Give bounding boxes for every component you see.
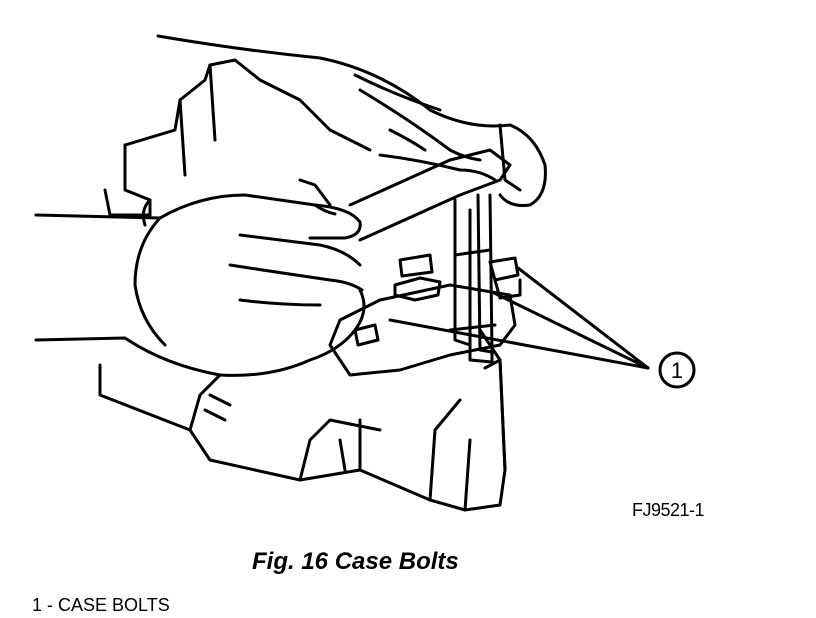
lower-hand — [34, 178, 366, 377]
callout-circle — [658, 351, 696, 389]
adapter-housing — [103, 58, 372, 227]
legend-item: 1 - CASE BOLTS — [32, 595, 170, 615]
figure-caption: Fig. 16 Case Bolts — [252, 548, 459, 575]
figure-id: FJ9521-1 — [632, 500, 705, 520]
callout-number: 1 — [671, 358, 683, 383]
upper-hand — [156, 34, 547, 207]
callout-1[interactable]: 1 — [658, 351, 696, 389]
wrench — [348, 148, 512, 364]
case-housing — [98, 328, 507, 512]
transfer-case-illustration: 1 — [34, 34, 696, 512]
case-cover — [328, 253, 522, 377]
callout-leader-lines[interactable] — [388, 266, 650, 370]
